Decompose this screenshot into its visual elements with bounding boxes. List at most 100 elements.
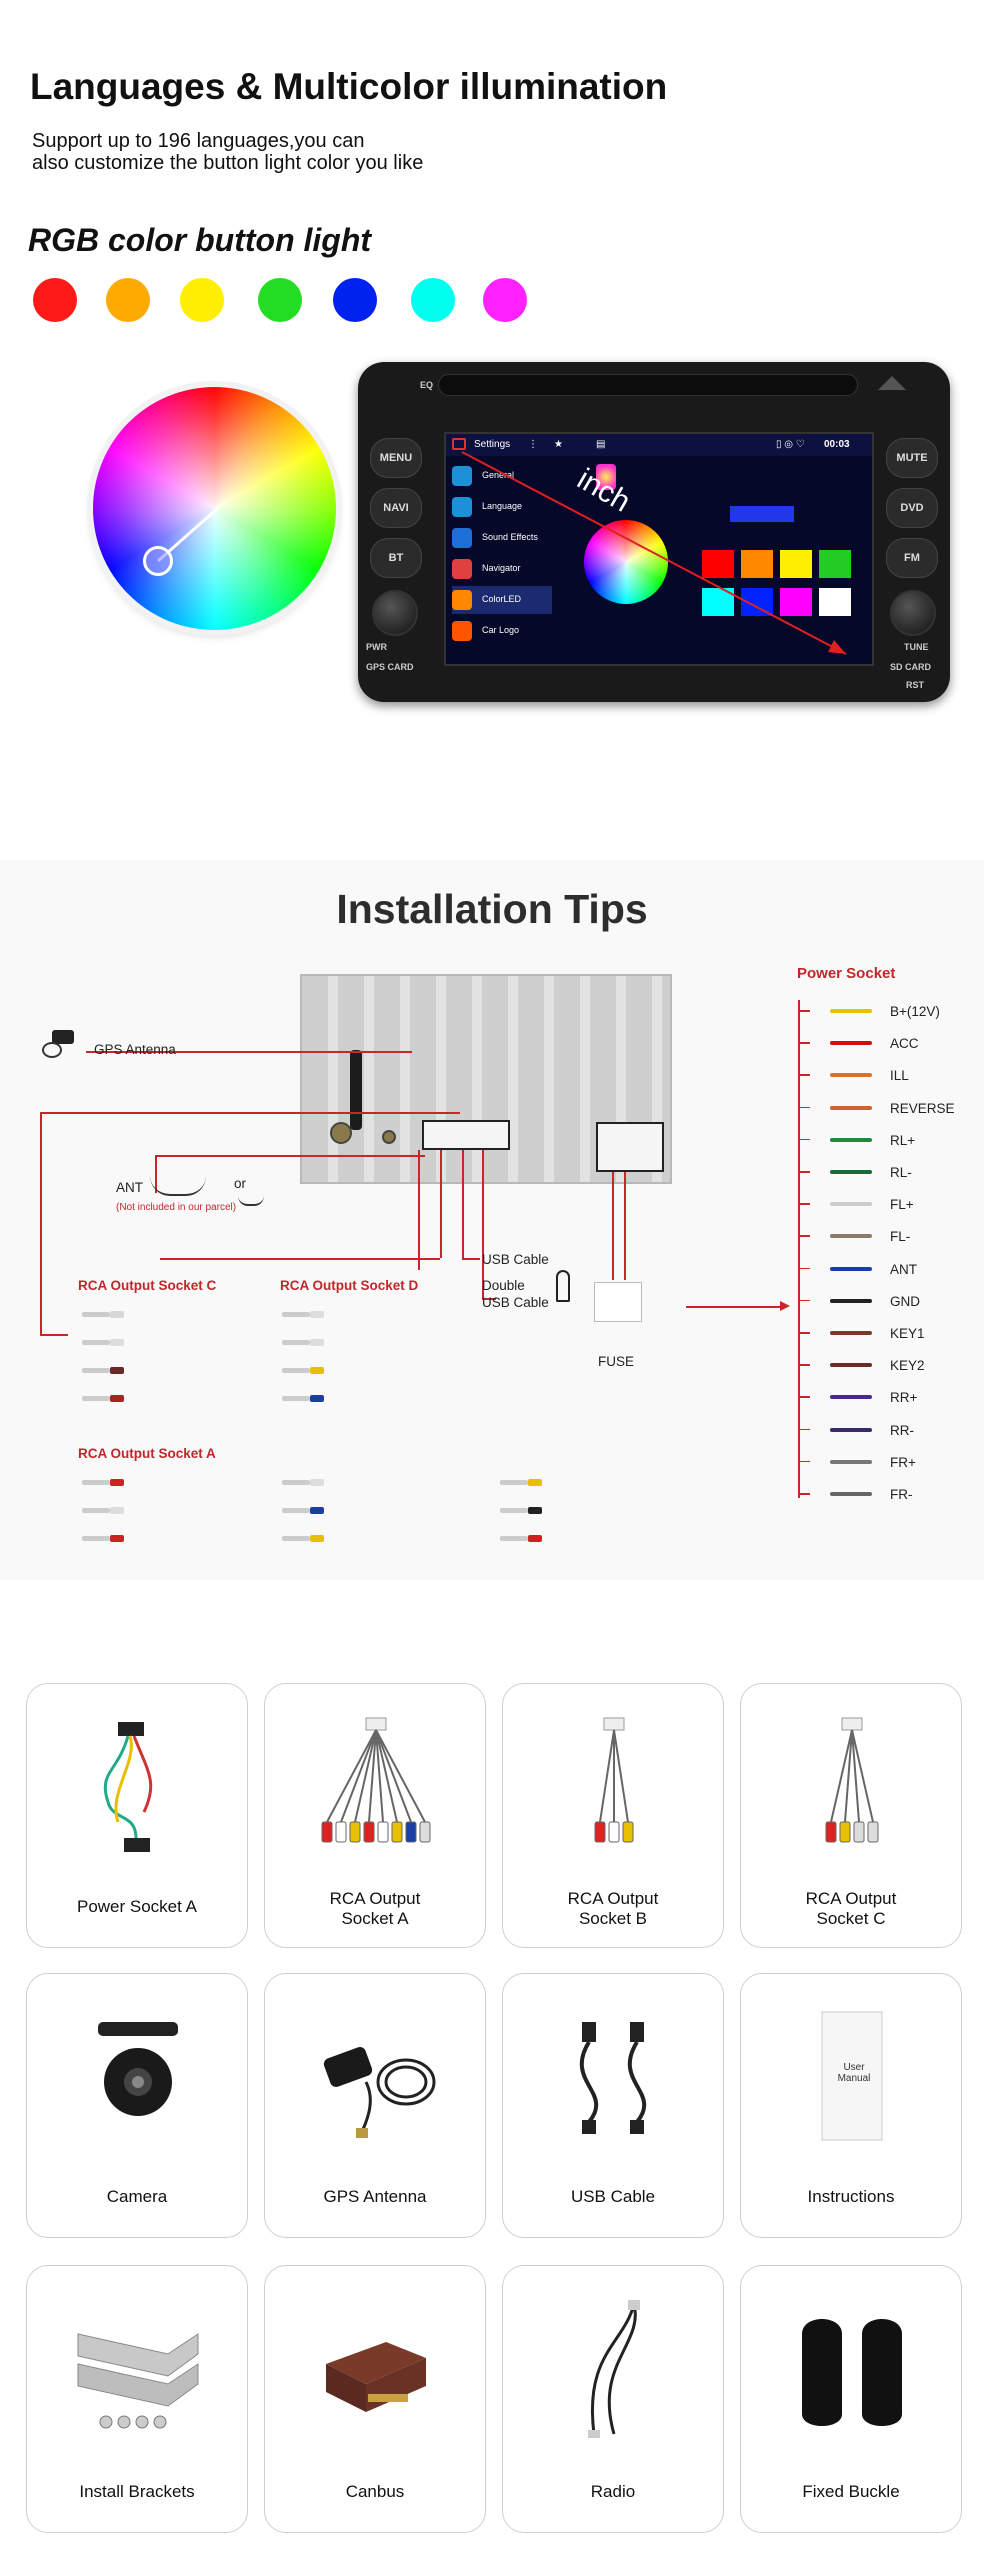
plug-icon: [310, 1535, 324, 1542]
wire-icon: [830, 1170, 872, 1174]
screen-menu-item[interactable]: General: [452, 462, 552, 490]
card-label-line: Socket C: [816, 1909, 886, 1928]
screen-menu-item[interactable]: Navigator: [452, 555, 552, 583]
section-title: Installation Tips: [336, 886, 648, 932]
card-label: Power Socket A: [27, 1897, 247, 1917]
color-swatch[interactable]: [780, 588, 812, 616]
radio-adapter-icon: [534, 2294, 694, 2449]
color-dot[interactable]: [33, 278, 77, 322]
menu-item-icon: [452, 528, 472, 548]
screen-menu-item[interactable]: Language: [452, 493, 552, 521]
card-label-line: Camera: [106, 2187, 168, 2206]
wire-icon: [830, 1492, 872, 1496]
card-label-line: Radio: [590, 2482, 636, 2501]
bracket-icon: [58, 2294, 218, 2449]
plug-icon: [110, 1395, 124, 1402]
color-swatch[interactable]: [702, 550, 734, 578]
color-swatch[interactable]: [780, 550, 812, 578]
power-arrow-icon: [780, 1301, 790, 1311]
cable-icon: [82, 1340, 110, 1345]
canbus-card: Canbus: [264, 2265, 486, 2533]
wire-icon: [830, 1009, 872, 1013]
camera-card: Camera: [26, 1973, 248, 2238]
plug-icon: [110, 1339, 124, 1346]
color-swatch[interactable]: [741, 550, 773, 578]
menu-button[interactable]: MENU: [370, 438, 422, 478]
navi-button[interactable]: NAVI: [370, 488, 422, 528]
color-wheel-knob: [143, 546, 173, 576]
power-harness-icon: [58, 1712, 218, 1867]
mute-button[interactable]: MUTE: [886, 438, 938, 478]
power-wire-label: KEY2: [890, 1358, 925, 1374]
rca-a-title: RCA Output Socket A: [78, 1446, 216, 1461]
illumination-section: Languages & Multicolor illumination Supp…: [0, 0, 984, 760]
wire-icon: [830, 1105, 872, 1110]
fm-button[interactable]: FM: [886, 538, 938, 578]
dvd-button[interactable]: DVD: [886, 488, 938, 528]
color-dot[interactable]: [180, 278, 224, 322]
back-icon[interactable]: [452, 438, 466, 450]
cable-icon: [282, 1536, 310, 1541]
color-preview-bar: [730, 506, 794, 522]
card-label-line: RCA Output: [805, 1889, 897, 1908]
color-swatch[interactable]: [819, 550, 851, 578]
color-dot[interactable]: [258, 278, 302, 322]
menu-item-label: ColorLED: [482, 594, 522, 604]
bracket-tick: [798, 1171, 810, 1173]
color-dot[interactable]: [483, 278, 527, 322]
wire-icon: [830, 1234, 872, 1239]
color-wheel-small[interactable]: [584, 520, 668, 604]
card-label-line: GPS Antenna: [323, 2187, 427, 2206]
screen-menu-item[interactable]: Car Logo: [452, 617, 552, 645]
ant-cable-icon: [150, 1176, 206, 1196]
gps-port: [382, 1130, 396, 1144]
cable-icon: [500, 1480, 528, 1485]
fuse-label: FUSE: [598, 1354, 635, 1369]
bt-button[interactable]: BT: [370, 538, 422, 578]
tune-knob[interactable]: [890, 590, 936, 636]
color-dot[interactable]: [333, 278, 377, 322]
cable-icon: [282, 1396, 310, 1401]
gps-antenna-line: [86, 1051, 412, 1053]
power-wire-label: FL-: [890, 1229, 911, 1245]
plug-icon: [528, 1507, 542, 1514]
wire-icon: [830, 1331, 872, 1335]
wire-icon: [830, 1427, 872, 1432]
card-label-line: Socket A: [341, 1909, 409, 1928]
color-dot[interactable]: [106, 278, 150, 322]
screen-clock: 00:03: [824, 439, 850, 450]
buckle-icon: [772, 2294, 932, 2449]
installation-section: Installation Tips GPS Antenna ANT or (No…: [0, 860, 984, 1580]
screen-menu-item[interactable]: ColorLED: [452, 586, 552, 614]
socket-a-line: [40, 1112, 460, 1114]
card-label-line: USB Cable: [570, 2187, 656, 2206]
power-wire-label: RR+: [890, 1390, 918, 1406]
wire-icon: [830, 1073, 872, 1078]
manual-title: User Manual: [837, 2062, 871, 2084]
plug-icon: [528, 1479, 542, 1486]
plug-icon: [110, 1311, 124, 1318]
card-label: Instructions: [741, 2187, 961, 2207]
power-wire-label: FR-: [890, 1487, 913, 1502]
double-usb-line-h: [482, 1298, 496, 1300]
power-knob[interactable]: [372, 590, 418, 636]
install-brackets-card: Install Brackets: [26, 2265, 248, 2533]
bulb-icon: [596, 464, 616, 490]
rgb-heading: RGB color button light: [28, 222, 372, 258]
color-swatch[interactable]: [819, 588, 851, 616]
cable-icon: [500, 1536, 528, 1541]
usb-cable-icon: [534, 2002, 694, 2157]
bracket-tick: [798, 1396, 810, 1398]
fuse-icon: [594, 1282, 642, 1322]
power-socket-line: [686, 1306, 786, 1308]
overflow-icon[interactable]: ⋮: [528, 439, 538, 450]
plug-icon: [310, 1507, 324, 1514]
cable-icon: [282, 1508, 310, 1513]
wire-icon: [830, 1137, 872, 1142]
color-dot[interactable]: [411, 278, 455, 322]
usb-plug-icon: [556, 1270, 570, 1302]
screen-menu-item[interactable]: Sound Effects: [452, 524, 552, 552]
eq-label: EQ: [420, 380, 434, 390]
